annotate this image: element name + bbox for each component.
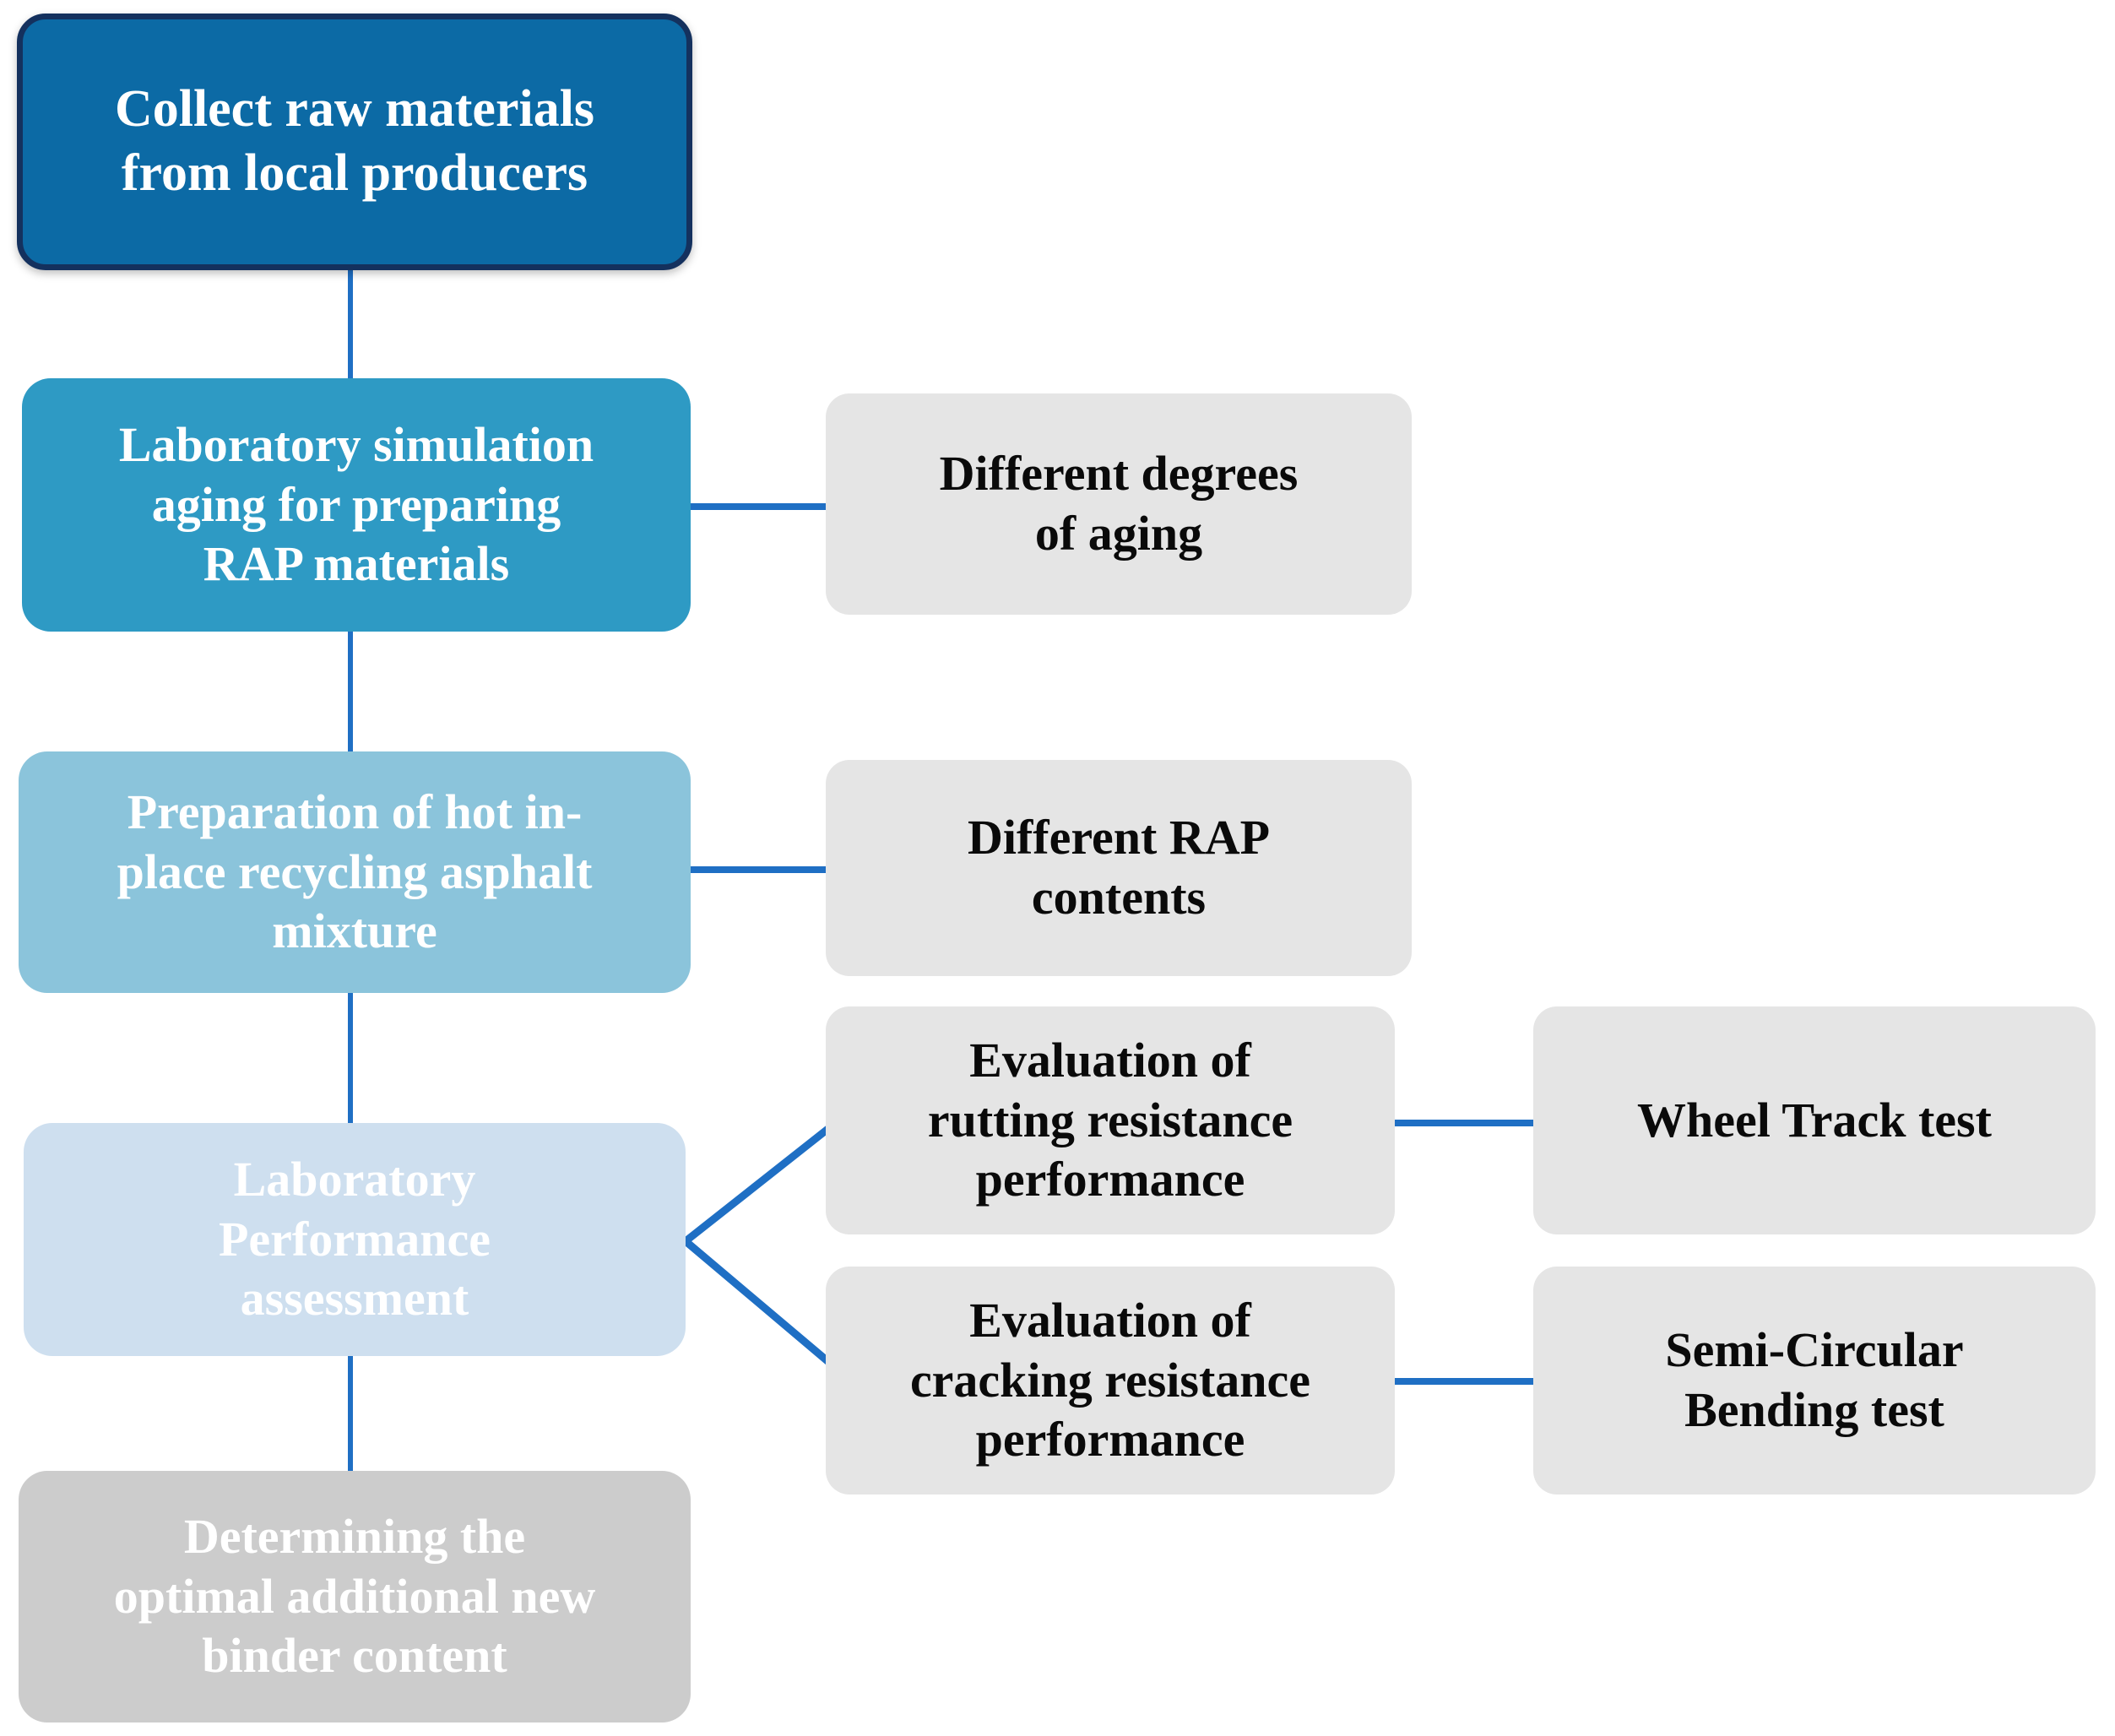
node-collect-raw-materials[interactable]: Collect raw materials from local produce…: [17, 14, 692, 270]
connector-cracking-to-scb: [1395, 1378, 1535, 1385]
node-evaluation-cracking-resistance[interactable]: Evaluation of cracking resistance perfor…: [826, 1267, 1395, 1495]
connector-assessment-to-determining: [348, 1351, 353, 1476]
connector-aging-to-degrees: [686, 503, 827, 510]
node-evaluation-rutting-resistance[interactable]: Evaluation of rutting resistance perform…: [826, 1006, 1395, 1234]
connector-preparation-to-assessment: [348, 988, 353, 1128]
node-preparation-hot-in-place-recycling[interactable]: Preparation of hot in- place recycling a…: [19, 751, 691, 993]
node-laboratory-simulation-aging[interactable]: Laboratory simulation aging for preparin…: [22, 378, 691, 632]
node-laboratory-performance-assessment[interactable]: Laboratory Performance assessment: [24, 1123, 686, 1356]
node-semi-circular-bending-test[interactable]: Semi-Circular Bending test: [1533, 1267, 2096, 1495]
connector-aging-to-preparation: [348, 627, 353, 757]
connector-collect-to-aging: [348, 263, 353, 383]
connector-preparation-to-rap-contents: [686, 866, 827, 873]
node-different-degrees-of-aging[interactable]: Different degrees of aging: [826, 393, 1412, 615]
connector-assessment-branch: [681, 1117, 842, 1374]
node-determining-optimal-binder-content[interactable]: Determining the optimal additional new b…: [19, 1471, 691, 1722]
node-wheel-track-test[interactable]: Wheel Track test: [1533, 1006, 2096, 1234]
node-different-rap-contents[interactable]: Different RAP contents: [826, 760, 1412, 976]
connector-rutting-to-wheel-track: [1395, 1120, 1535, 1126]
